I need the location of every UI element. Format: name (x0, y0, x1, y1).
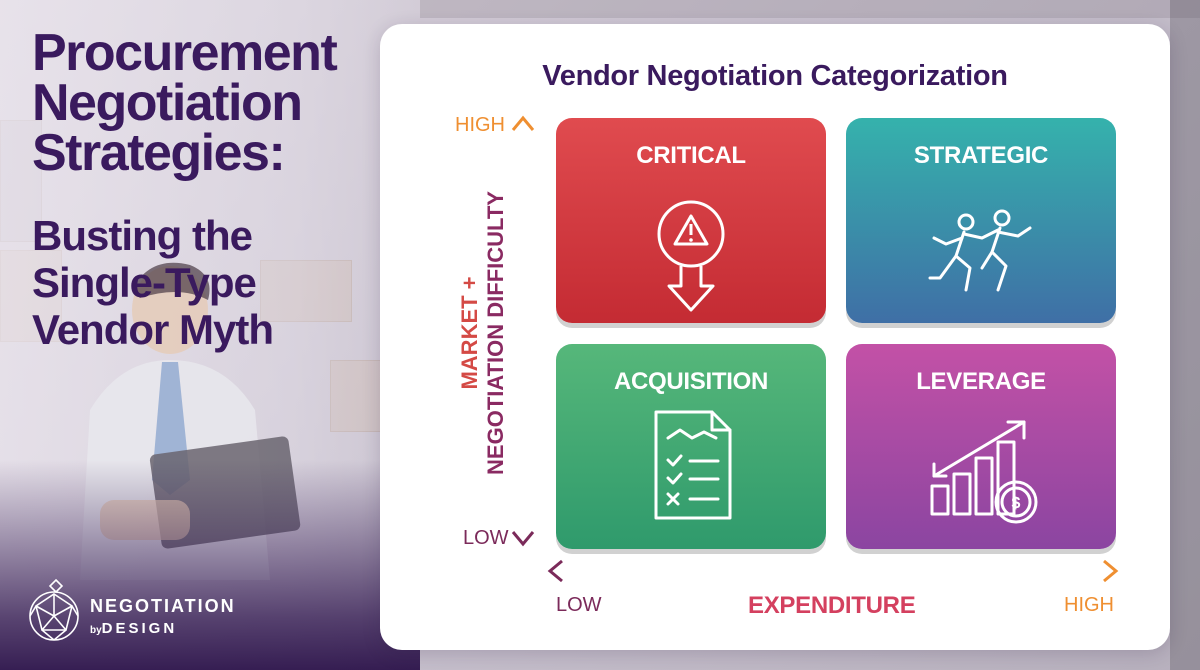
headline-line-1: Procurement (32, 24, 338, 82)
headline-line-3: Strategies: (32, 124, 286, 182)
page-headline: Procurement Negotiation Strategies: (32, 24, 392, 182)
y-axis-arrow (511, 115, 535, 547)
logo-name: NEGOTIATION (90, 596, 236, 616)
logo-design: DESIGN (101, 620, 178, 637)
diagram-title: Vendor Negotiation Categorization (542, 60, 1008, 92)
geodesic-sphere-icon (29, 578, 79, 641)
y-axis-high-label: HIGH (455, 114, 505, 136)
quadrant-strategic-label: STRATEGIC (913, 142, 1049, 169)
x-axis-arrow (547, 559, 1119, 583)
y-axis-title-line-1: MARKET + (457, 276, 482, 390)
warning-down-arrow-icon (657, 200, 725, 312)
quadrant-leverage-label: LEVERAGE (916, 368, 1046, 395)
x-axis-title: EXPENDITURE (748, 592, 916, 619)
quadrant-acquisition-label: ACQUISITION (613, 368, 769, 395)
subheadline-line-3: Vendor Myth (32, 306, 274, 353)
quadrant-critical: CRITICAL (556, 118, 826, 323)
quadrant-acquisition: ACQUISITION (556, 344, 826, 549)
logo-tagline: byDESIGN (90, 620, 177, 637)
subheadline-line-2: Single-Type (32, 259, 257, 306)
running-people-icon (928, 209, 1032, 292)
quadrant-critical-label: CRITICAL (636, 142, 746, 169)
quadrant-leverage: LEVERAGE $ (846, 344, 1116, 549)
brand-logo: NEGOTIATION byDESIGN (26, 578, 266, 648)
checklist-icon (654, 410, 732, 520)
logo-by: by (90, 625, 102, 636)
bar-chart-dollar-icon: $ (930, 420, 1038, 524)
subheadline-line-1: Busting the (32, 212, 253, 259)
quadrant-strategic: STRATEGIC (846, 118, 1116, 323)
x-axis-high-label: HIGH (1064, 594, 1114, 616)
page-subheadline: Busting the Single-Type Vendor Myth (32, 212, 362, 353)
y-axis-title-line-2: NEGOTIATION DIFFICULTY (483, 191, 508, 475)
x-axis-low-label: LOW (556, 594, 602, 616)
headline-line-2: Negotiation (32, 74, 303, 132)
y-axis-low-label: LOW (463, 527, 509, 549)
svg-text:$: $ (1012, 495, 1021, 512)
